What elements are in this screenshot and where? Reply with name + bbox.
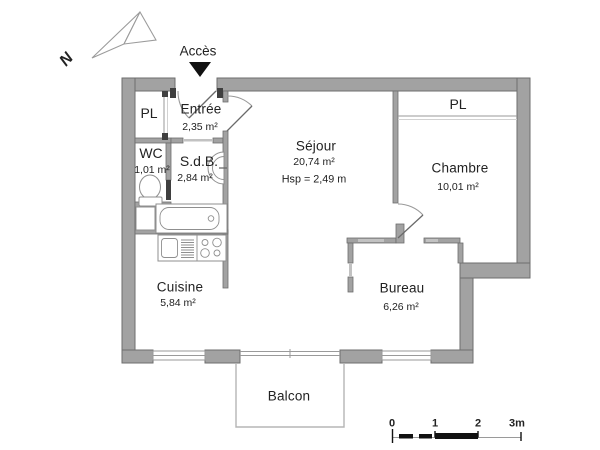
pl-jamb-bottom [162, 133, 168, 140]
doors [177, 90, 424, 239]
wall-bureau-door-jamb [395, 223, 405, 244]
wall-step [459, 262, 531, 279]
north-arrow-icon [123, 10, 157, 45]
room-label-pl-chambre: PL [449, 96, 467, 112]
stove-burner-icon [200, 248, 210, 258]
entrance-door-leaf [188, 90, 217, 119]
room-label-wc: WC [139, 145, 163, 161]
room-area-wc: 1,01 m² [134, 163, 170, 176]
wall-bureau-right [457, 242, 464, 264]
wall-light-segment [349, 263, 352, 277]
wall-top-main [216, 77, 531, 92]
bathtub-icon [155, 203, 228, 234]
room-label-bureau: Bureau [379, 280, 425, 296]
room-area-sdb: 2,84 m² [177, 171, 213, 184]
room-label-pl-entree: PL [140, 105, 158, 121]
room-label-sejour: Séjour [295, 138, 337, 154]
stove-burner-icon [212, 237, 222, 248]
pl-jamb-top [162, 91, 168, 97]
scale-tick-3: 3m [509, 417, 525, 430]
entree-sejour-door-arc [226, 95, 253, 107]
room-label-balcon: Balcon [267, 388, 311, 404]
kitchen-sink-icon [161, 238, 178, 258]
access-arrow-icon [189, 62, 211, 77]
scale-tick-1: 1 [431, 417, 439, 430]
wall-light-segment [358, 239, 384, 242]
stove-burner-icon [201, 239, 209, 246]
chambre-door-leaf [397, 214, 424, 239]
ceiling-height-label: Hsp = 2,49 m [281, 173, 347, 186]
entrance-jamb-right [217, 88, 223, 98]
wall-right-upper [516, 77, 531, 279]
washbasin-icon [207, 151, 225, 185]
wc-door-leaf [166, 180, 171, 200]
wall-light-segment [426, 239, 438, 242]
bathtub-drain [207, 215, 215, 222]
scale-tick-2: 2 [474, 417, 482, 430]
kitchen-fixtures [157, 234, 227, 262]
room-label-chambre: Chambre [431, 160, 489, 176]
scale-bar-dash [419, 434, 432, 439]
wall-sejour-chambre [392, 90, 399, 204]
wall-bottom-b [204, 349, 241, 364]
entrance-jamb-left [170, 88, 176, 98]
stove-burner-icon [213, 249, 221, 257]
wall-left [121, 77, 136, 364]
wall-sdb-top-right [212, 137, 224, 144]
washbasin-inner [212, 156, 225, 180]
sdb-door-threshold [184, 139, 213, 142]
bathroom-fixtures [135, 151, 228, 234]
room-area-bureau: 6,26 m² [383, 300, 419, 313]
bathtub-inner [159, 207, 220, 230]
windows [152, 349, 432, 361]
scale-tick-0: 0 [388, 417, 396, 430]
wall-bottom-a [121, 349, 154, 364]
room-area-cuisine: 5,84 m² [160, 296, 196, 309]
scale-bar [391, 429, 522, 443]
balcony-outline [235, 363, 345, 428]
wall-bureau-left-a [347, 242, 354, 264]
drainboard-icon [181, 239, 194, 258]
wall-bottom-d [430, 349, 474, 364]
wall-bureau-left-b [347, 276, 354, 293]
wall-sdb-top-left [170, 137, 184, 144]
wall-bottom-c [339, 349, 383, 364]
room-label-entree: Entrée [180, 101, 222, 117]
room-label-cuisine: Cuisine [156, 279, 204, 295]
closet-box [135, 206, 156, 231]
access-label: Accès [179, 43, 217, 59]
chambre-door-arc [397, 203, 424, 216]
wall-bureau-top-right [423, 237, 461, 244]
room-area-entree: 2,35 m² [182, 120, 218, 133]
scale-bar-dash [399, 434, 413, 439]
room-label-sdb: S.d.B. [179, 153, 219, 169]
room-area-chambre: 10,01 m² [437, 180, 479, 193]
entrance-door-arc [177, 90, 190, 119]
compass-north-arrow [91, 10, 157, 59]
entree-sejour-door-leaf [226, 105, 253, 132]
room-area-sejour: 20,74 m² [293, 155, 335, 168]
toilet-icon [139, 174, 161, 200]
kitchen-counter [157, 234, 227, 262]
scale-bar-solid [435, 433, 478, 439]
